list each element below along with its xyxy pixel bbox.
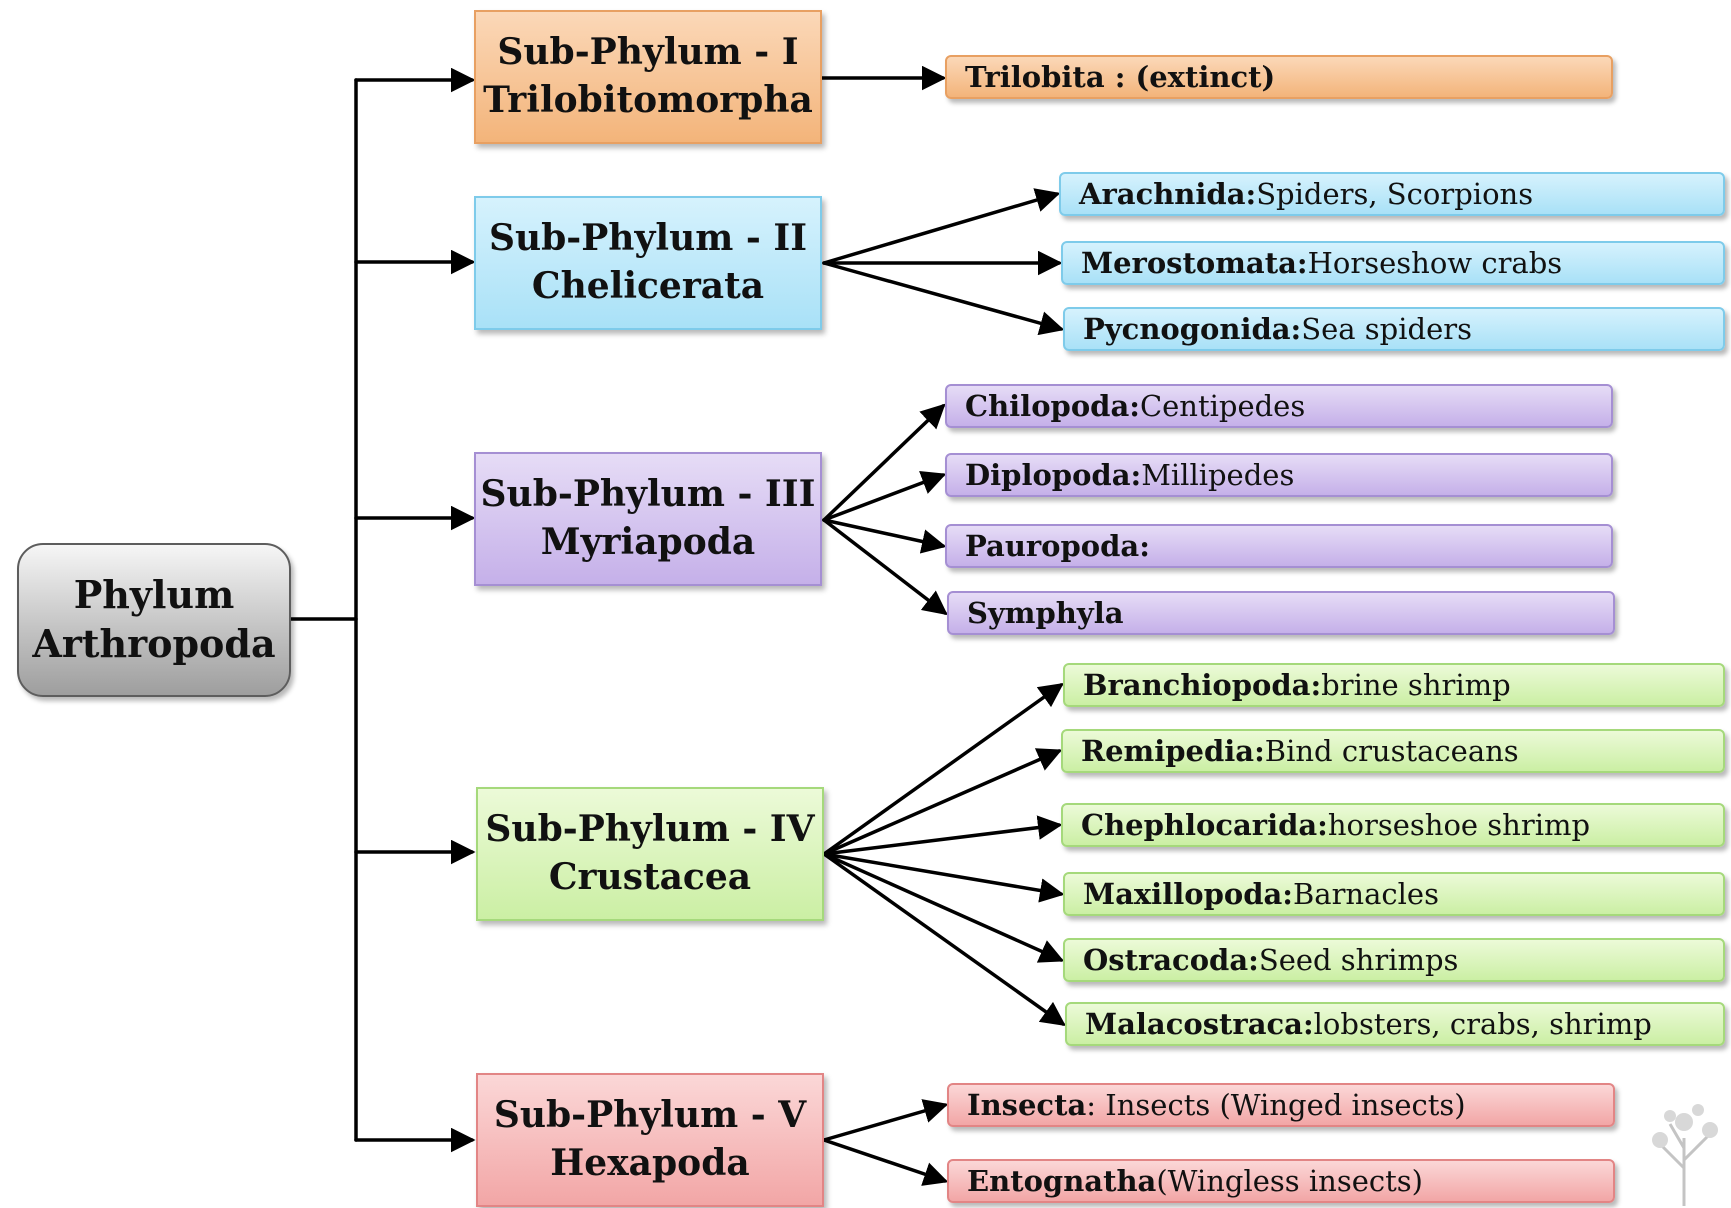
subphylum-2-name: Chelicerata [531, 265, 765, 307]
subphylum-3-label: Sub-Phylum - III [480, 473, 816, 516]
class-remipedia: Remipedia: Bind crustaceans [1061, 729, 1725, 773]
class-insecta-desc: : Insects (Winged insects) [1086, 1088, 1466, 1122]
class-pauropoda-name: Pauropoda: [965, 529, 1150, 563]
arrow-subphylum-3-class-1 [822, 403, 946, 522]
class-ostracoda: Ostracoda: Seed shrimps [1063, 938, 1725, 982]
class-trilobita-name: Trilobita : (extinct) [965, 60, 1276, 94]
plant-watermark-icon [1652, 1104, 1718, 1206]
class-entognatha-name: Entognatha [967, 1164, 1157, 1198]
class-branchiopoda-desc: brine shrimp [1321, 668, 1511, 702]
class-remipedia-desc: Bind crustaceans [1264, 734, 1519, 768]
class-maxillopoda: Maxillopoda: Barnacles [1063, 872, 1725, 916]
class-pycnogonida: Pycnogonida: Sea spiders [1063, 307, 1725, 351]
class-branchiopoda: Branchiopoda: brine shrimp [1063, 663, 1725, 707]
arrow-subphylum-5-class-1 [822, 1099, 949, 1142]
subphylum-5-box: Sub-Phylum - V Hexapoda [476, 1073, 824, 1207]
subphylum-5-label: Sub-Phylum - V [493, 1094, 807, 1137]
class-pycnogonida-name: Pycnogonida: [1083, 312, 1302, 346]
subphylum-5-name: Hexapoda [550, 1142, 750, 1184]
class-symphyla-name: Symphyla [967, 596, 1124, 630]
subphylum-1-label: Sub-Phylum - I [497, 31, 799, 74]
class-ostracoda-name: Ostracoda: [1083, 943, 1259, 977]
class-malacostraca-name: Malacostraca: [1085, 1007, 1314, 1041]
class-arachnida-desc: Spiders, Scorpions [1256, 177, 1534, 211]
class-chephlocarida: Chephlocarida: horseshoe shrimp [1061, 803, 1725, 847]
subphylum-2-box: Sub-Phylum - II Chelicerata [474, 196, 822, 330]
class-insecta-name: Insecta [967, 1088, 1087, 1122]
class-chilopoda: Chilopoda: Centipedes [945, 384, 1613, 428]
class-chephlocarida-name: Chephlocarida: [1081, 808, 1328, 842]
class-trilobita: Trilobita : (extinct) [945, 55, 1613, 99]
class-entognatha-desc: (Wingless insects) [1156, 1164, 1423, 1198]
subphylum-1-box: Sub-Phylum - I Trilobitomorpha [474, 10, 822, 144]
root-line2: Arthropoda [32, 621, 276, 666]
subphylum-3-name: Myriapoda [540, 521, 756, 563]
class-pycnogonida-desc: Sea spiders [1301, 312, 1472, 346]
class-diplopoda: Diplopoda: Millipedes [945, 453, 1613, 497]
class-remipedia-name: Remipedia: [1081, 734, 1265, 768]
subphylum-3-box: Sub-Phylum - III Myriapoda [474, 452, 822, 586]
arrow-subphylum-3-class-3 [822, 518, 947, 554]
subphylum-4-box: Sub-Phylum - IV Crustacea [476, 787, 824, 921]
class-diplopoda-desc: Millipedes [1141, 458, 1295, 492]
class-malacostraca-desc: lobsters, crabs, shrimp [1313, 1007, 1652, 1041]
class-chilopoda-name: Chilopoda: [965, 389, 1140, 423]
subphylum-1-name: Trilobitomorpha [483, 79, 813, 121]
class-chephlocarida-desc: horseshoe shrimp [1327, 808, 1591, 842]
class-merostomata: Merostomata: Horseshow crabs [1061, 241, 1725, 285]
arrow-subphylum-4-class-5 [822, 852, 1065, 963]
root-line1: Phylum [73, 572, 235, 618]
class-pauropoda: Pauropoda: [945, 524, 1613, 568]
arrow-subphylum-4-class-2 [822, 748, 1063, 856]
phylum-root-box: Phylum Arthropoda [17, 543, 291, 697]
arrow-subphylum-4-class-6 [822, 852, 1066, 1027]
class-merostomata-desc: Horseshow crabs [1307, 246, 1563, 280]
arrow-subphylum-4-class-1 [822, 682, 1064, 856]
class-diplopoda-name: Diplopoda: [965, 458, 1142, 492]
subphylum-2-label: Sub-Phylum - II [488, 217, 808, 260]
class-chilopoda-desc: Centipedes [1139, 389, 1306, 423]
class-arachnida: Arachnida: Spiders, Scorpions [1059, 172, 1725, 216]
class-merostomata-name: Merostomata: [1081, 246, 1308, 280]
class-symphyla: Symphyla [947, 591, 1615, 635]
subphylum-4-label: Sub-Phylum - IV [485, 808, 815, 851]
class-insecta: Insecta: Insects (Winged insects) [947, 1083, 1615, 1127]
class-ostracoda-desc: Seed shrimps [1258, 943, 1459, 977]
arrow-subphylum-4-class-3 [822, 815, 1063, 856]
class-branchiopoda-name: Branchiopoda: [1083, 668, 1322, 702]
class-arachnida-name: Arachnida: [1079, 177, 1257, 211]
class-malacostraca: Malacostraca: lobsters, crabs, shrimp [1065, 1002, 1725, 1046]
arrow-subphylum-5-class-2 [822, 1138, 949, 1186]
class-maxillopoda-desc: Barnacles [1292, 877, 1439, 911]
class-maxillopoda-name: Maxillopoda: [1083, 877, 1293, 911]
arrow-subphylum-2-class-1 [822, 188, 1061, 265]
arrow-subphylum-3-class-2 [822, 470, 947, 522]
class-entognatha: Entognatha (Wingless insects) [947, 1159, 1615, 1203]
arrow-subphylum-4-class-4 [822, 852, 1065, 903]
arrow-subphylum-3-class-4 [822, 518, 948, 616]
arrow-subphylum-2-class-3 [822, 261, 1065, 336]
subphylum-4-name: Crustacea [548, 856, 752, 898]
